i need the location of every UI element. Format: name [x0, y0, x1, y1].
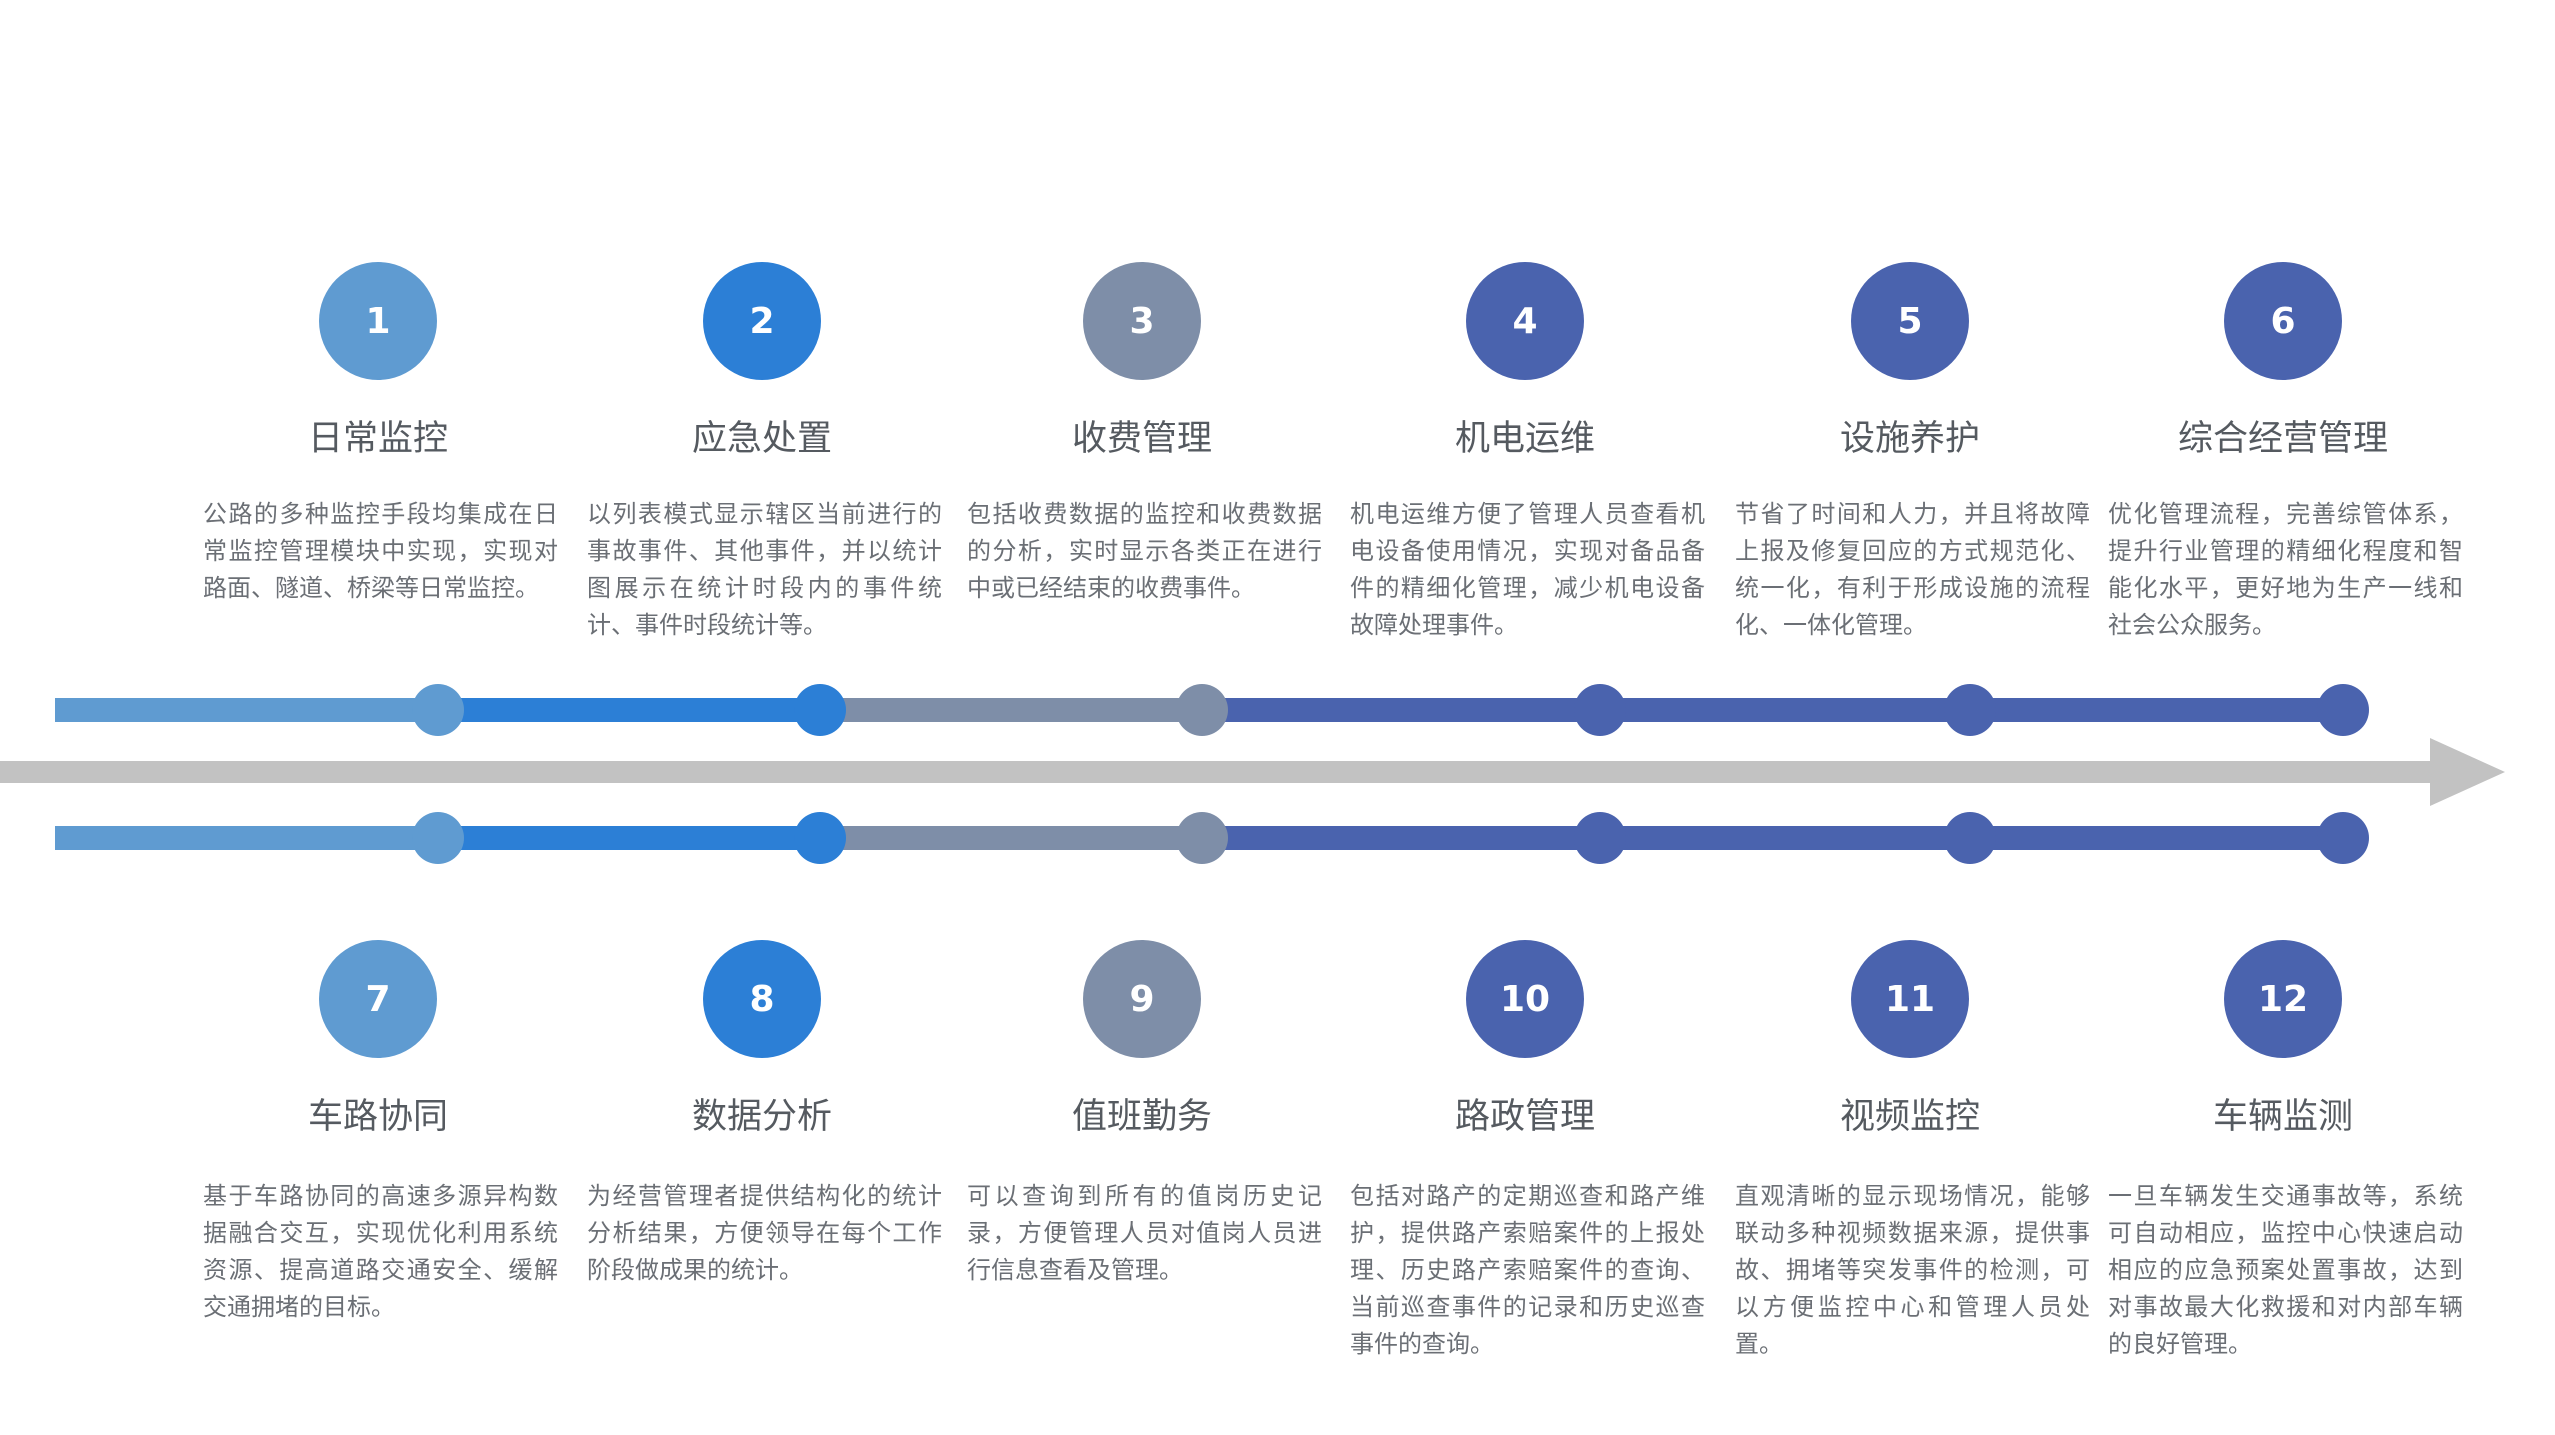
- step-number-circle: 9: [1083, 940, 1201, 1058]
- bottom-bar-segment: [55, 826, 438, 850]
- bottom-bar-bead: [1574, 812, 1626, 864]
- step-title: 视频监控: [1839, 1097, 1980, 1137]
- top-bar-segment: [820, 698, 1202, 722]
- step-number-circle: 10: [1466, 940, 1584, 1058]
- top-bar-segment: [55, 698, 438, 722]
- step-title: 综合经营管理: [2177, 419, 2388, 459]
- step-title: 日常监控: [307, 419, 448, 459]
- top-bar-segment: [1970, 698, 2343, 722]
- step-title: 收费管理: [1071, 419, 1212, 459]
- top-bar-segment: [438, 698, 820, 722]
- top-bar-bead: [794, 684, 846, 736]
- top-bar-bead: [1944, 684, 1996, 736]
- step-title: 设施养护: [1839, 419, 1980, 459]
- step-description: 优化管理流程，完善综管体系，提升行业管理的精细化程度和智能化水平，更好地为生产一…: [2108, 500, 2463, 639]
- bottom-bar-bead: [1176, 812, 1228, 864]
- bottom-bar-bead: [794, 812, 846, 864]
- step-title: 应急处置: [691, 419, 832, 459]
- step-description: 公路的多种监控手段均集成在日常监控管理模块中实现，实现对路面、隧道、桥梁等日常监…: [203, 500, 558, 602]
- step-description: 为经营管理者提供结构化的统计分析结果，方便领导在每个工作阶段做成果的统计。: [587, 1182, 942, 1284]
- step-description: 直观清晰的显示现场情况，能够联动多种视频数据来源，提供事故、拥堵等突发事件的检测…: [1735, 1182, 2090, 1358]
- bottom-bar-bead: [412, 812, 464, 864]
- arrow-shaft: [0, 761, 2435, 783]
- top-bar-bead: [1574, 684, 1626, 736]
- step-description: 一旦车辆发生交通事故等，系统可自动相应，监控中心快速启动相应的应急预案处置事故，…: [2108, 1182, 2463, 1358]
- step-title: 路政管理: [1454, 1097, 1595, 1137]
- step-description: 包括收费数据的监控和收费数据的分析，实时显示各类正在进行中或已经结束的收费事件。: [967, 500, 1322, 602]
- step-number-circle: 2: [703, 262, 821, 380]
- step-title: 车路协同: [307, 1097, 448, 1137]
- step-title: 数据分析: [691, 1097, 832, 1137]
- step-description: 包括对路产的定期巡查和路产维护，提供路产索赔案件的上报处理、历史路产索赔案件的查…: [1350, 1182, 1705, 1358]
- step-title: 值班勤务: [1071, 1097, 1212, 1137]
- step-number-circle: 7: [319, 940, 437, 1058]
- step-description: 以列表模式显示辖区当前进行的事故事件、其他事件，并以统计图展示在统计时段内的事件…: [587, 500, 942, 639]
- top-bar-bead: [1176, 684, 1228, 736]
- step-number-circle: 8: [703, 940, 821, 1058]
- step-number-circle: 12: [2224, 940, 2342, 1058]
- top-bar-segment: [1600, 698, 1970, 722]
- step-number-circle: 5: [1851, 262, 1969, 380]
- step-number-circle: 11: [1851, 940, 1969, 1058]
- top-bar-bead: [2317, 684, 2369, 736]
- step-number-circle: 4: [1466, 262, 1584, 380]
- step-title: 车辆监测: [2212, 1097, 2353, 1137]
- step-number-circle: 3: [1083, 262, 1201, 380]
- step-description: 可以查询到所有的值岗历史记录，方便管理人员对值岗人员进行信息查看及管理。: [967, 1182, 1322, 1284]
- arrow-head: [2430, 738, 2505, 806]
- bottom-bar-segment: [820, 826, 1202, 850]
- step-title: 机电运维: [1454, 419, 1595, 459]
- bottom-bar-segment: [1202, 826, 1600, 850]
- bottom-bar-segment: [1970, 826, 2343, 850]
- step-description: 基于车路协同的高速多源异构数据融合交互，实现优化利用系统资源、提高道路交通安全、…: [203, 1182, 558, 1321]
- bottom-bar-bead: [2317, 812, 2369, 864]
- step-number-circle: 1: [319, 262, 437, 380]
- step-description: 节省了时间和人力，并且将故障上报及修复回应的方式规范化、统一化，有利于形成设施的…: [1735, 500, 2090, 639]
- top-bar-segment: [1202, 698, 1600, 722]
- step-description: 机电运维方便了管理人员查看机电设备使用情况，实现对备品备件的精细化管理，减少机电…: [1350, 500, 1705, 639]
- bottom-bar-segment: [438, 826, 820, 850]
- bottom-bar-bead: [1944, 812, 1996, 864]
- step-number-circle: 6: [2224, 262, 2342, 380]
- top-bar-bead: [412, 684, 464, 736]
- bottom-bar-segment: [1600, 826, 1970, 850]
